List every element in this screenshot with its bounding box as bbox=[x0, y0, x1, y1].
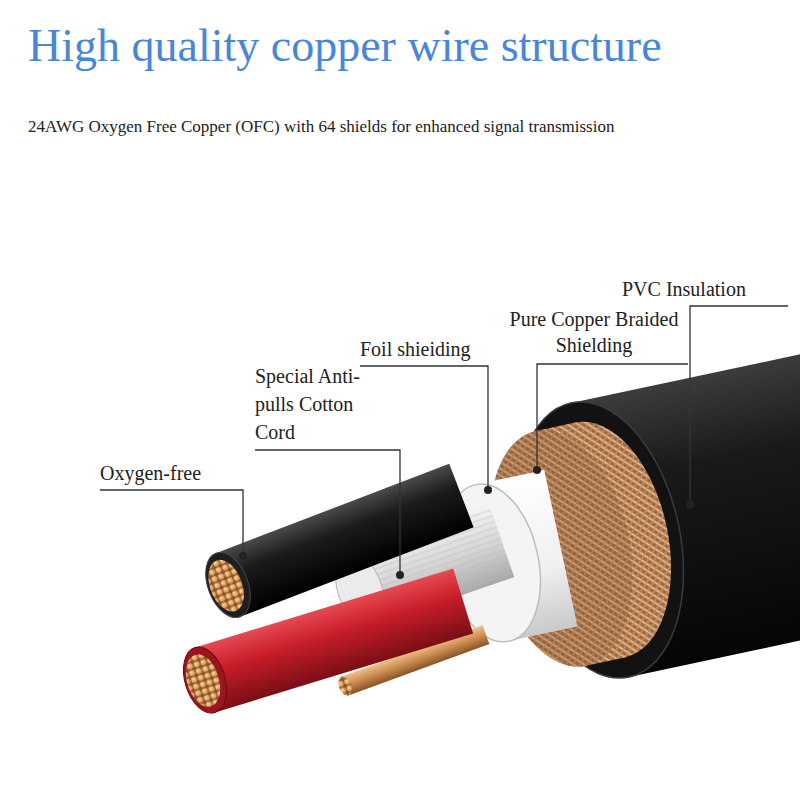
part-label: Foil shieiding bbox=[360, 336, 471, 362]
leader-lines bbox=[100, 306, 788, 575]
red-wire bbox=[176, 569, 473, 719]
part-label: Pure Copper Braided Shielding bbox=[498, 306, 690, 358]
part-label: Oxygen-free bbox=[100, 460, 201, 486]
subtitle: 24AWG Oxygen Free Copper (OFC) with 64 s… bbox=[28, 116, 614, 138]
title: High quality copper wire structure bbox=[28, 20, 662, 73]
part-label: Special Anti-pulls Cotton Cord bbox=[255, 362, 373, 446]
leader-dots bbox=[239, 466, 694, 579]
part-label: PVC Insulation bbox=[622, 276, 746, 302]
